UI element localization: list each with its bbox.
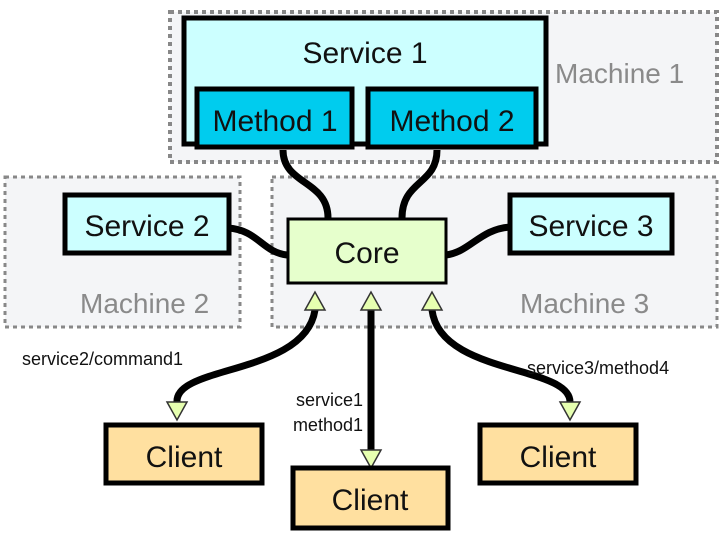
core-label: Core xyxy=(334,237,399,270)
method-1-box xyxy=(194,86,355,150)
method-1-label: Method 1 xyxy=(212,105,337,138)
service-2-label: Service 2 xyxy=(84,210,209,243)
method-2-label: Method 2 xyxy=(389,105,514,138)
client-3-connector xyxy=(428,309,574,403)
service-2-box xyxy=(62,192,232,256)
machine-1-label: Machine 1 xyxy=(555,58,684,89)
arrowhead-up-left xyxy=(303,290,327,311)
core-box xyxy=(286,217,448,285)
connector-method1-core xyxy=(279,149,332,219)
client-2-call-label-line2: method1 xyxy=(293,415,363,435)
service-3-box xyxy=(507,192,675,256)
connector-service3-core xyxy=(445,223,511,259)
arrowhead-down-center xyxy=(359,449,383,470)
client-1-connector xyxy=(173,309,319,403)
connector-method2-core xyxy=(398,149,441,219)
client-2-box xyxy=(290,465,451,531)
client-2-call-label-line1: service1 xyxy=(296,390,363,410)
connector-service2-core xyxy=(227,224,288,259)
machine-3-label: Machine 3 xyxy=(520,288,649,319)
machine-2-label: Machine 2 xyxy=(80,288,209,319)
arrowhead-down-right xyxy=(558,401,582,422)
client-1-box xyxy=(103,422,265,486)
client-1-label: Client xyxy=(146,441,223,474)
client-3-call-label: service3/method4 xyxy=(527,358,669,378)
service-3-label: Service 3 xyxy=(528,210,653,243)
client-1-call-label: service2/command1 xyxy=(22,349,183,369)
arrowhead-up-right xyxy=(420,290,444,311)
method-2-box xyxy=(365,86,539,150)
arrowhead-up-center xyxy=(359,290,383,311)
service-1-label: Service 1 xyxy=(302,37,427,70)
client-2-label: Client xyxy=(332,484,409,517)
client-3-label: Client xyxy=(520,441,597,474)
client-3-box xyxy=(477,422,639,486)
arrowhead-down-left xyxy=(165,401,189,422)
